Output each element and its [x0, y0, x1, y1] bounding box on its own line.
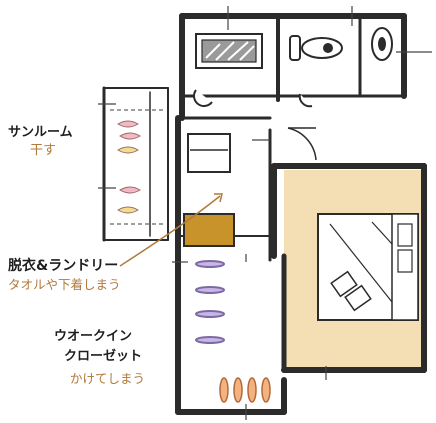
- closet-title-line2: クローゼット: [64, 349, 143, 364]
- bathtub: [195, 33, 263, 69]
- sink-fixtures: [193, 89, 313, 108]
- laundry-title: 脱衣&ランドリー: [8, 258, 119, 274]
- washing-machine: [187, 133, 231, 173]
- sunroom-action: 干す: [30, 143, 57, 158]
- drying-rails: [110, 109, 164, 225]
- closet-hangers: [195, 260, 225, 344]
- drying-towels: [117, 120, 141, 214]
- washbasin-small: [371, 27, 393, 61]
- grid-lines: [98, 6, 432, 420]
- walls: [102, 13, 427, 415]
- closet-title-line1: ウオークイン: [54, 329, 133, 344]
- bed: [317, 213, 419, 321]
- toilet: [289, 35, 343, 61]
- door-swing: [287, 127, 317, 161]
- laundry-action: タオルや下着しまう: [8, 277, 121, 292]
- pointer-arrow: [119, 195, 221, 267]
- closet-action: かけてしまう: [70, 371, 146, 386]
- laundry-shelf: [183, 213, 235, 247]
- closet-hangers-bottom: [219, 377, 271, 403]
- sunroom-title: サンルーム: [8, 125, 73, 140]
